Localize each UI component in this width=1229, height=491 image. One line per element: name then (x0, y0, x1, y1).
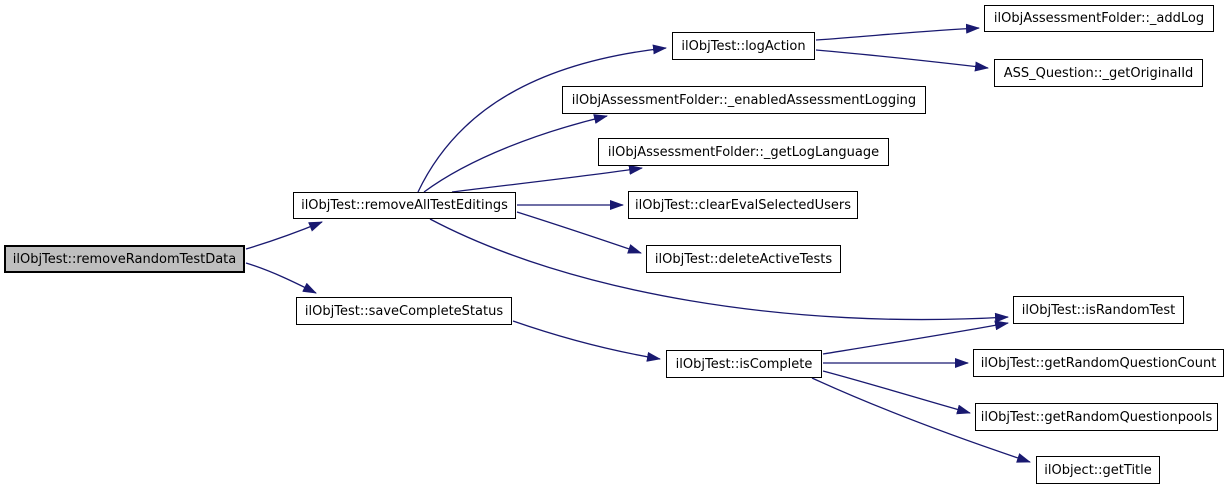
edge-logAction-to-getOriginalId (815, 49, 989, 72)
node-isRandomTest[interactable]: ilObjTest::isRandomTest (1013, 296, 1184, 324)
node-addLog[interactable]: ilObjAssessmentFolder::_addLog (984, 5, 1214, 32)
node-getTitle[interactable]: ilObject::getTitle (1036, 456, 1160, 484)
edge-isComplete-to-getRandomQuestionpools (822, 370, 971, 415)
node-getOriginalId[interactable]: ASS_Question::_getOriginalId (994, 59, 1203, 87)
edge-saveCompleteStatus-to-isComplete (512, 320, 661, 362)
node-logAction[interactable]: ilObjTest::logAction (672, 32, 815, 60)
node-isComplete[interactable]: ilObjTest::isComplete (666, 350, 822, 378)
edge-removeRandomTestData-to-removeAllTestEditings (245, 221, 323, 250)
node-deleteActiveTests[interactable]: ilObjTest::deleteActiveTests (646, 245, 841, 273)
node-getRandomQuestionpools[interactable]: ilObjTest::getRandomQuestionpools (975, 403, 1218, 431)
edge-removeAllTestEditings-to-logAction (417, 44, 667, 193)
node-enabledAssessmentLogging[interactable]: ilObjAssessmentFolder::_enabledAssessmen… (562, 86, 926, 114)
edge-removeAllTestEditings-to-enabledAssessmentLogging (423, 114, 608, 193)
edge-removeAllTestEditings-to-isRandomTest (429, 218, 1009, 323)
edge-logAction-to-addLog (815, 23, 980, 41)
node-saveCompleteStatus[interactable]: ilObjTest::saveCompleteStatus (296, 297, 512, 325)
node-clearEvalSelectedUsers[interactable]: ilObjTest::clearEvalSelectedUsers (628, 191, 858, 219)
edge-isComplete-to-getTitle (811, 377, 1031, 463)
node-removeAllTestEditings[interactable]: ilObjTest::removeAllTestEditings (293, 192, 516, 219)
edge-isComplete-to-isRandomTest (822, 320, 1009, 355)
edge-removeAllTestEditings-to-deleteActiveTests (516, 211, 642, 254)
edge-removeRandomTestData-to-saveCompleteStatus (245, 262, 317, 294)
node-getLogLanguage[interactable]: ilObjAssessmentFolder::_getLogLanguage (598, 138, 889, 166)
node-getRandomQuestionCount[interactable]: ilObjTest::getRandomQuestionCount (973, 349, 1224, 377)
edge-removeAllTestEditings-to-getLogLanguage (451, 164, 643, 193)
node-removeRandomTestData[interactable]: ilObjTest::removeRandomTestData (4, 245, 245, 273)
